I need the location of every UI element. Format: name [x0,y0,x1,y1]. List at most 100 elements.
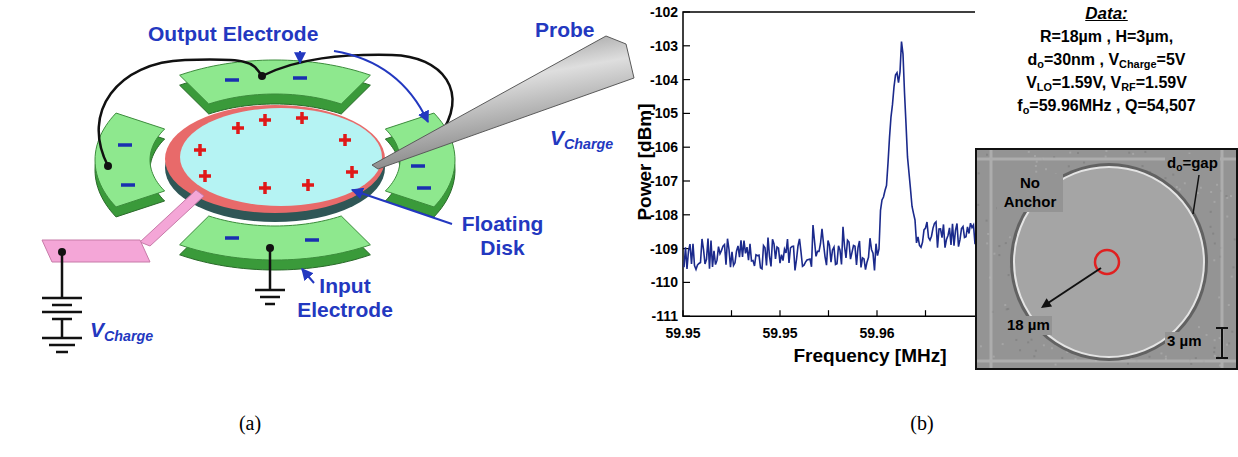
text-run: o [1176,162,1182,173]
sem-micrograph [1195,357,1197,359]
spectrum-plot [683,45,690,46]
text-run: Output Electrode [148,22,318,45]
sem-micrograph [1055,364,1057,366]
sem-micrograph [1179,188,1181,190]
spectrum-plot [731,310,732,316]
text-run: Data: [1085,4,1128,23]
spectrum-plot [876,310,877,316]
tick-label: 59.96 [859,325,894,341]
sem-micrograph [1226,344,1228,346]
text-run: =30nm , V [1044,51,1119,68]
sem-micrograph [1213,259,1215,261]
text-run: o [1023,104,1030,116]
sem-micrograph [1061,357,1063,359]
sem-micrograph [1028,151,1030,153]
spectrum-plot [683,79,690,80]
sem-micrograph [1198,326,1200,328]
text-run: -109 [650,241,678,257]
text-run: Charge [1119,58,1156,70]
sem-micrograph [1034,155,1036,157]
positive-charge [194,112,358,194]
sem-micrograph [1009,236,1011,238]
wire-dot [58,248,66,256]
parameter-line: fo=59.96MHz , Q=54,507 [1017,96,1195,116]
panel-label: (a) [239,412,261,435]
text-run: -104 [650,72,678,88]
spectrum-plot [683,113,690,114]
sem-micrograph [1127,363,1129,365]
sem-micrograph [1234,238,1236,240]
text-run: =5V [1157,51,1186,68]
sem-micrograph [1077,152,1079,154]
panel-label: (b) [910,412,933,435]
text-run: V [90,318,104,341]
sem-micrograph [1006,308,1008,310]
tick-label: 59.95 [762,325,797,341]
tick-label: -102 [650,4,678,20]
data-panel: Data:R=18µm , H=3µm,do=30nm , VCharge=5V… [975,0,1238,370]
part-label: Floating Disk [450,212,555,260]
tick-label: -110 [651,274,678,290]
sem-micrograph [1105,150,1107,152]
spectrum-plot [683,316,690,317]
positive-charge [232,122,244,134]
sem-micrograph [1214,242,1216,244]
sem-micrograph [1193,175,1199,214]
sem-micrograph [1200,187,1202,189]
dimension: do=gap [1165,154,1220,173]
spectrum-plot [683,180,690,181]
negative-charge [417,186,431,190]
sem-micrograph [1228,342,1230,344]
text-run: V [1026,74,1037,91]
text-run: Floating Disk [462,212,544,259]
axis-title: Frequency [MHz] [793,345,946,367]
spectrum-plot [683,147,690,148]
text-run: 59.95 [665,325,700,341]
sem-micrograph [1228,304,1230,306]
sem-micrograph [1164,177,1166,179]
tick-label: 59.95 [665,325,700,341]
sem-micrograph [1045,268,1101,305]
spectrum-plot [925,310,926,316]
sem-micrograph [1210,191,1212,193]
positive-charge [259,182,271,194]
text-run: 3 µm [1167,332,1202,349]
sem-micrograph [1190,363,1192,365]
floating-disk [180,108,382,206]
sem-micrograph [1069,152,1071,154]
sem-micrograph [1035,350,1037,352]
text-run: -102 [650,4,678,20]
tick-label: -111 [652,308,678,324]
pink-trace [42,190,204,262]
part-label: Output Electrode [148,22,318,46]
pink-trace [42,240,150,262]
text-run: =gap [1182,154,1217,171]
pink-trace [140,190,204,246]
sem-micrograph [1148,356,1150,358]
sem-micrograph [1226,197,1228,199]
sem-micrograph [1213,351,1215,353]
sem-micrograph [1008,274,1010,276]
sem-micrograph [986,220,988,222]
axis-title: Power [dBm] [634,103,656,220]
text-run: f [1017,97,1022,114]
text-run: d [1028,51,1038,68]
spectrum-plot [684,42,975,271]
positive-charge [302,179,314,191]
sem-micrograph [1027,341,1029,343]
spectrum-plot [683,11,690,12]
positive-charge [346,166,358,178]
text-run: 18 µm [1007,316,1050,333]
spectrum-plot [683,214,690,215]
sem-micrograph [1083,162,1085,164]
sem-micrograph [993,253,995,255]
text-run: o [1037,58,1044,70]
negative-charge [225,78,239,82]
text-run: Frequency [MHz] [793,345,946,366]
sem-micrograph [1035,165,1037,167]
wire-dot [266,244,274,252]
text-run: -111 [652,308,678,324]
sem-micrograph [1004,304,1006,306]
text-column: Data:R=18µm , H=3µm,do=30nm , VCharge=5V… [975,0,1238,119]
